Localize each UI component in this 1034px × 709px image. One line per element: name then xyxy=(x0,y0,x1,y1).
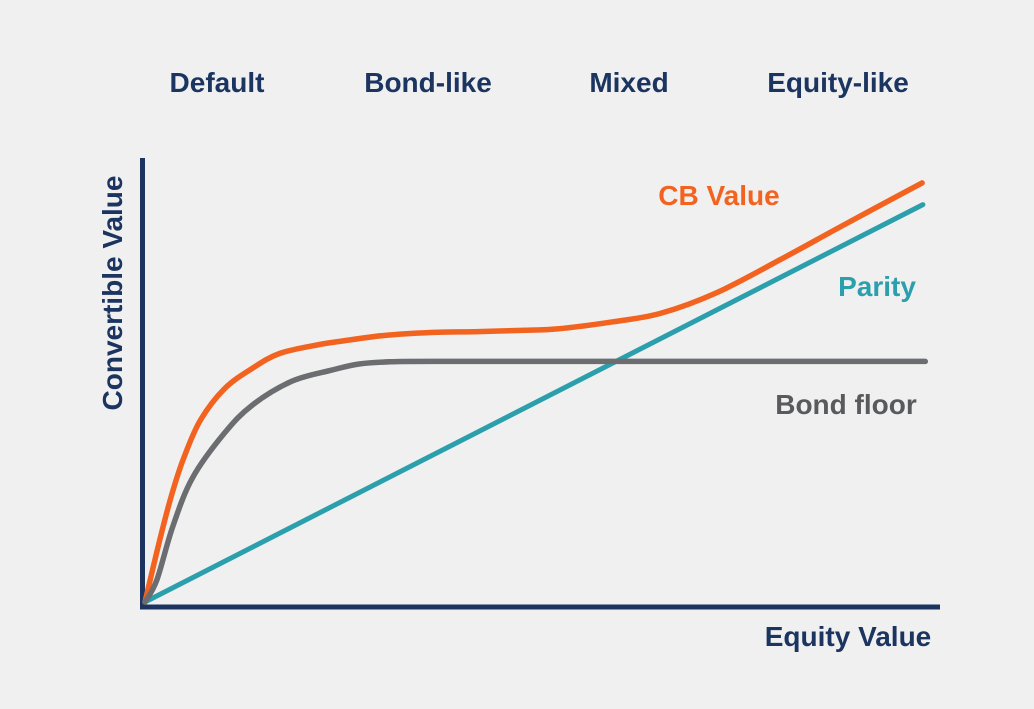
region-label-bond-like: Bond-like xyxy=(364,67,492,98)
cb-value-series-label: CB Value xyxy=(658,180,780,211)
bond-floor-series-label: Bond floor xyxy=(775,389,917,420)
cb-value-line xyxy=(142,180,925,605)
bond-floor-line xyxy=(142,358,929,605)
region-label-equity-like: Equity-like xyxy=(767,67,909,98)
parity-line xyxy=(142,202,926,605)
region-label-mixed: Mixed xyxy=(589,67,669,98)
x-axis-label: Equity Value xyxy=(764,621,932,652)
region-label-default: Default xyxy=(169,67,265,98)
parity-series-label: Parity xyxy=(838,271,916,302)
